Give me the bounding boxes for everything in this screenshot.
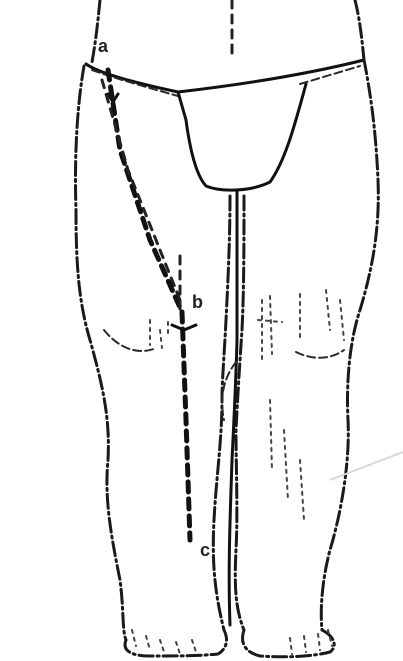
left-knee-detail <box>150 320 168 348</box>
undergarment <box>178 84 306 190</box>
point-label-c: c <box>200 540 210 560</box>
right-shin-texture <box>270 400 304 520</box>
left-toes <box>132 630 196 654</box>
left-leg-inner-outline <box>213 196 230 630</box>
left-leg-outer-outline <box>75 66 126 640</box>
right-foot-outline <box>243 630 335 657</box>
right-knee-texture <box>258 290 344 360</box>
light-streak <box>330 452 403 480</box>
torso-right-outline <box>355 0 364 60</box>
point-label-a: a <box>98 36 109 56</box>
right-leg-outer-outline <box>321 60 378 630</box>
measurement-line-b-c <box>182 312 190 540</box>
right-knee-outline <box>296 350 344 358</box>
waistband <box>86 60 364 92</box>
left-knee-outline <box>104 330 156 351</box>
point-label-b: b <box>192 292 203 312</box>
measurement-line-a-b <box>108 70 182 312</box>
